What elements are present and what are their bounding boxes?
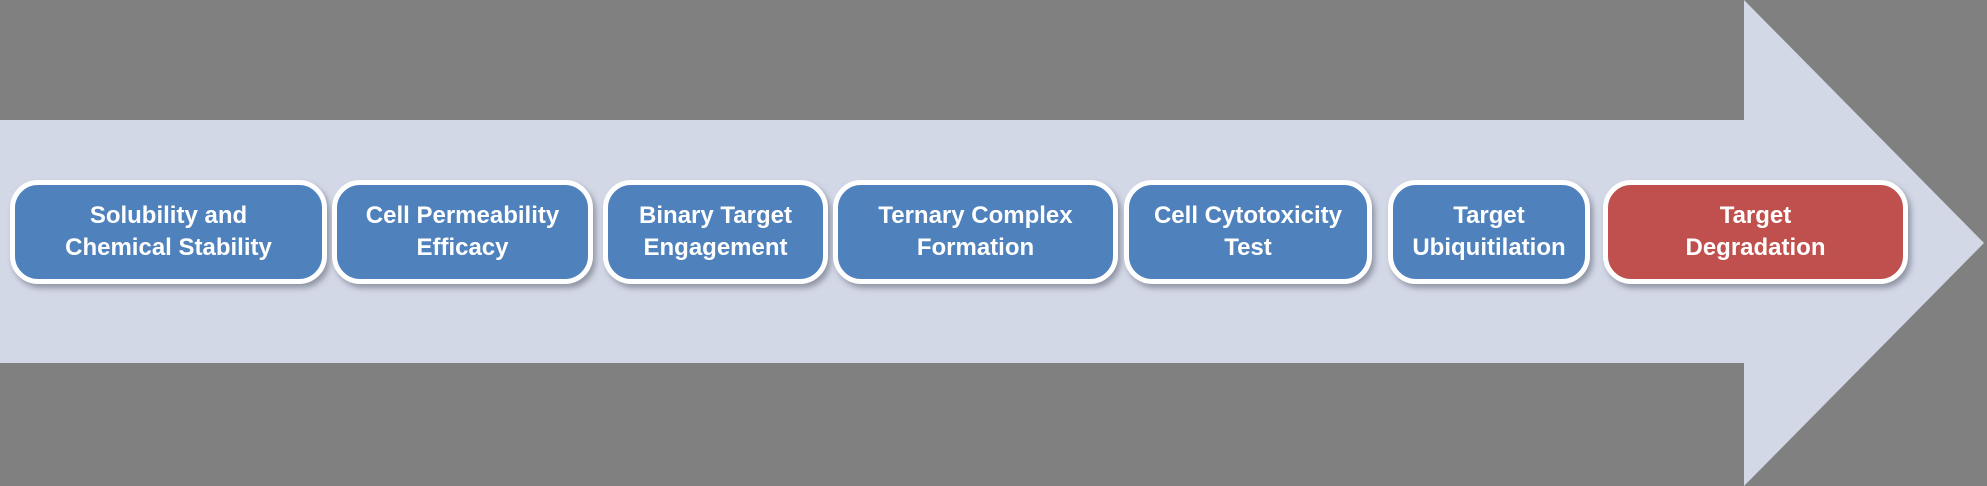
stage-label: Cell Permeability Efficacy <box>365 202 560 261</box>
stage-box-cell-permeability-efficacy: Cell Permeability Efficacy <box>332 180 593 284</box>
stage-box-solubility-chemical-stability: Solubility and Chemical Stability <box>10 180 327 284</box>
stage-box-ternary-complex-formation: Ternary Complex Formation <box>833 180 1118 284</box>
stage-box-binary-target-engagement: Binary Target Engagement <box>603 180 828 284</box>
stage-box-cell-cytotoxicity-test: Cell Cytotoxicity Test <box>1124 180 1372 284</box>
stage-label: Target Ubiquitilation <box>1412 202 1566 261</box>
stage-box-target-degradation: Target Degradation <box>1603 180 1908 284</box>
stage-box-target-ubiquitilation: Target Ubiquitilation <box>1388 180 1590 284</box>
stage-label: Binary Target Engagement <box>639 202 792 261</box>
stage-label: Cell Cytotoxicity Test <box>1153 202 1343 261</box>
stage-label: Target Degradation <box>1685 202 1826 261</box>
stage-label: Solubility and Chemical Stability <box>65 202 272 261</box>
stage-label: Ternary Complex Formation <box>878 202 1073 261</box>
